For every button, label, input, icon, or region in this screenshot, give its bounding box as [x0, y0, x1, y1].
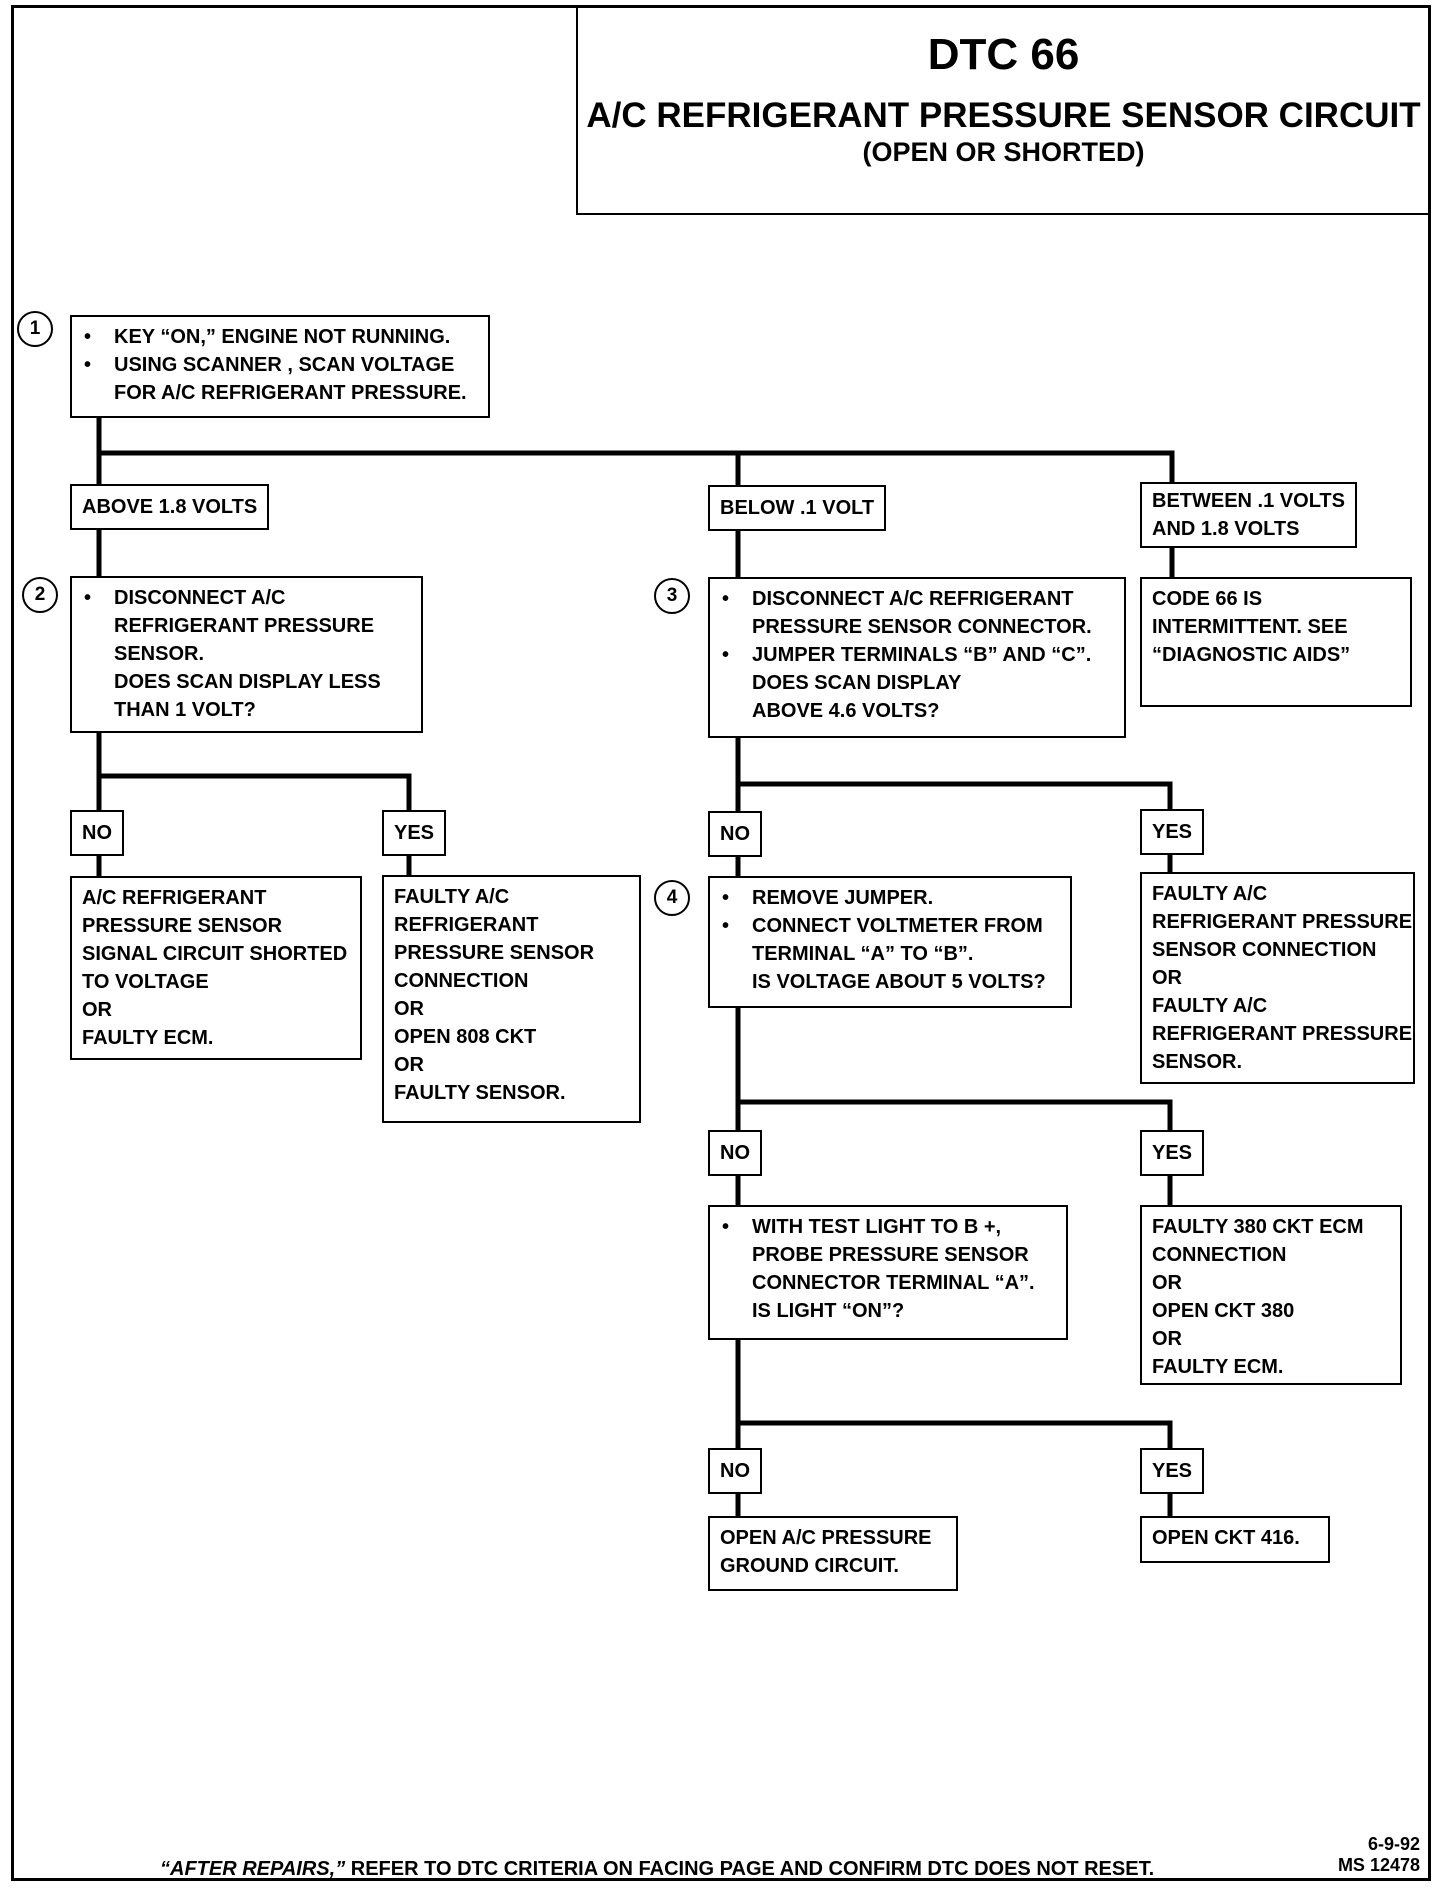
revision-info: 6-9-92 MS 12478: [1320, 1834, 1420, 1876]
step-2-line: REFRIGERANT PRESSURE: [114, 615, 375, 637]
label-below-0-1-volt: BELOW .1 VOLT: [708, 485, 887, 531]
step-1-line: FOR A/C REFRIGERANT PRESSURE.: [114, 382, 467, 404]
result-line: OR: [394, 998, 424, 1020]
result-line: OPEN CKT 416.: [1152, 1527, 1300, 1549]
result-line: SENSOR CONNECTION: [1152, 939, 1377, 961]
title-box: [576, 5, 1431, 215]
step-2-line: SENSOR.: [114, 643, 205, 665]
result-line: GROUND CIRCUIT.: [720, 1555, 899, 1577]
result-line: INTERMITTENT. SEE: [1152, 616, 1348, 638]
result-line: FAULTY 380 CKT ECM: [1152, 1216, 1364, 1238]
step-5-line: CONNECTOR TERMINAL “A”.: [752, 1272, 1035, 1294]
result-open-808: FAULTY A/C REFRIGERANT PRESSURE SENSOR C…: [382, 875, 641, 1123]
step-5-line: WITH TEST LIGHT TO B +,: [720, 1213, 1056, 1241]
result-line: OR: [1152, 967, 1182, 989]
result-line: FAULTY ECM.: [1152, 1356, 1284, 1378]
result-line: FAULTY A/C: [1152, 995, 1268, 1017]
footer-note: “AFTER REPAIRS,” REFER TO DTC CRITERIA O…: [160, 1858, 1154, 1881]
step-3-line: DOES SCAN DISPLAY: [752, 672, 962, 694]
result-line: TO VOLTAGE: [82, 971, 209, 993]
result-line: CONNECTION: [1152, 1244, 1287, 1266]
step-2-line: DISCONNECT A/C: [82, 584, 411, 612]
step-4-line: REMOVE JUMPER.: [720, 884, 1060, 912]
dtc-code-title: DTC 66: [927, 30, 1080, 79]
result-line: FAULTY A/C: [1152, 883, 1268, 905]
step-4-line: CONNECT VOLTMETER FROM: [720, 912, 1060, 940]
step-test-light-box: WITH TEST LIGHT TO B +, PROBE PRESSURE S…: [708, 1205, 1068, 1340]
step-2-box: DISCONNECT A/C REFRIGERANT PRESSURE SENS…: [70, 576, 423, 733]
result-line: FAULTY A/C: [394, 886, 510, 908]
result-line: CONNECTION: [394, 970, 529, 992]
label-no: NO: [70, 810, 124, 856]
label-no: NO: [708, 1130, 762, 1176]
step-5-line: IS LIGHT “ON”?: [752, 1300, 905, 1322]
label-yes: YES: [1140, 1448, 1205, 1494]
step-number-3: 3: [654, 578, 690, 614]
result-line: OR: [394, 1054, 424, 1076]
label-yes: YES: [1140, 1130, 1205, 1176]
label-line: AND 1.8 VOLTS: [1152, 518, 1300, 540]
result-line: FAULTY ECM.: [82, 1027, 214, 1049]
revision-date: 6-9-92: [1367, 1834, 1420, 1854]
step-1-box: KEY “ON,” ENGINE NOT RUNNING. USING SCAN…: [70, 315, 490, 418]
result-open-416: OPEN CKT 416.: [1140, 1516, 1330, 1563]
result-line: SIGNAL CIRCUIT SHORTED: [82, 943, 348, 965]
step-3-line: DISCONNECT A/C REFRIGERANT: [720, 585, 1114, 613]
result-line: “DIAGNOSTIC AIDS”: [1152, 644, 1351, 666]
result-line: OPEN 808 CKT: [394, 1026, 537, 1048]
result-line: OR: [1152, 1328, 1182, 1350]
label-no: NO: [708, 811, 762, 857]
result-line: OR: [1152, 1272, 1182, 1294]
result-line: REFRIGERANT: [394, 914, 539, 936]
result-intermittent: CODE 66 IS INTERMITTENT. SEE “DIAGNOSTIC…: [1140, 577, 1412, 707]
result-line: PRESSURE SENSOR: [82, 915, 283, 937]
label-line: BETWEEN .1 VOLTS: [1152, 490, 1345, 512]
step-1-line: USING SCANNER , SCAN VOLTAGE: [82, 351, 478, 379]
page-frame: [11, 5, 1431, 1881]
circuit-subtitle: (OPEN OR SHORTED): [862, 137, 1145, 167]
step-number-1: 1: [17, 311, 53, 347]
result-line: OPEN CKT 380: [1152, 1300, 1295, 1322]
step-2-line: DOES SCAN DISPLAY LESS: [114, 671, 381, 693]
result-line: REFRIGERANT PRESSURE: [1152, 911, 1413, 933]
step-3-line: JUMPER TERMINALS “B” AND “C”.: [720, 641, 1114, 669]
label-above-1-8-volts: ABOVE 1.8 VOLTS: [70, 484, 270, 530]
step-3-box: DISCONNECT A/C REFRIGERANT PRESSURE SENS…: [708, 577, 1126, 738]
step-5-line: PROBE PRESSURE SENSOR: [752, 1244, 1029, 1266]
footer-text: REFER TO DTC CRITERIA ON FACING PAGE AND…: [345, 1858, 1155, 1880]
ms-number: MS 12478: [1337, 1855, 1420, 1875]
result-faulty-connection: FAULTY A/C REFRIGERANT PRESSURE SENSOR C…: [1140, 872, 1415, 1084]
result-line: PRESSURE SENSOR: [394, 942, 595, 964]
step-2-line: THAN 1 VOLT?: [114, 699, 256, 721]
result-line: REFRIGERANT PRESSURE: [1152, 1023, 1413, 1045]
step-4-box: REMOVE JUMPER. CONNECT VOLTMETER FROM TE…: [708, 876, 1072, 1008]
step-4-line: IS VOLTAGE ABOUT 5 VOLTS?: [752, 971, 1046, 993]
step-3-line: ABOVE 4.6 VOLTS?: [752, 700, 940, 722]
step-number-4: 4: [654, 880, 690, 916]
result-line: CODE 66 IS: [1152, 588, 1263, 610]
result-signal-shorted: A/C REFRIGERANT PRESSURE SENSOR SIGNAL C…: [70, 876, 362, 1060]
label-between-volts: BETWEEN .1 VOLTS AND 1.8 VOLTS: [1140, 482, 1357, 548]
label-yes: YES: [382, 810, 447, 856]
result-open-380: FAULTY 380 CKT ECM CONNECTION OR OPEN CK…: [1140, 1205, 1402, 1385]
result-line: OPEN A/C PRESSURE: [720, 1527, 932, 1549]
result-open-ground: OPEN A/C PRESSURE GROUND CIRCUIT.: [708, 1516, 958, 1591]
step-3-line: PRESSURE SENSOR CONNECTOR.: [752, 616, 1092, 638]
result-line: A/C REFRIGERANT: [82, 887, 267, 909]
step-number-2: 2: [22, 577, 58, 613]
result-line: SENSOR.: [1152, 1051, 1243, 1073]
footer-after-repairs: “AFTER REPAIRS,”: [160, 1858, 346, 1880]
circuit-title: A/C REFRIGERANT PRESSURE SENSOR CIRCUIT: [586, 96, 1421, 135]
step-4-line: TERMINAL “A” TO “B”.: [752, 943, 974, 965]
step-1-line: KEY “ON,” ENGINE NOT RUNNING.: [82, 323, 478, 351]
label-no: NO: [708, 1448, 762, 1494]
result-line: OR: [82, 999, 112, 1021]
label-yes: YES: [1140, 809, 1205, 855]
result-line: FAULTY SENSOR.: [394, 1082, 566, 1104]
